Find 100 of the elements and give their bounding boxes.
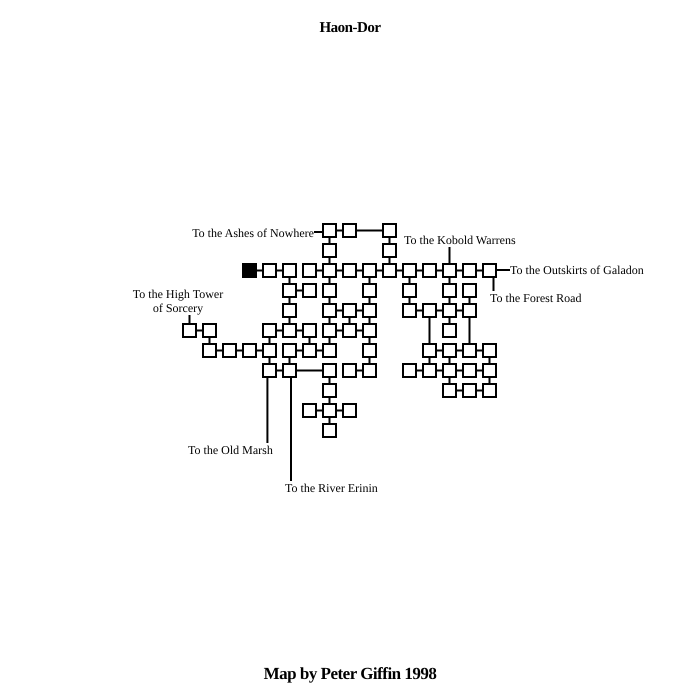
passage-line — [457, 270, 462, 272]
passage-line — [388, 238, 390, 243]
passage-line — [237, 350, 242, 352]
passage-line — [208, 338, 210, 343]
room-box — [442, 283, 457, 298]
passage-line — [437, 310, 442, 312]
room-box — [382, 243, 397, 258]
exit-label: To the Outskirts of Galadon — [510, 263, 644, 277]
passage-line — [357, 330, 362, 332]
passage-line — [328, 398, 330, 403]
exit-line — [492, 278, 494, 291]
exit-label: To the High Tower of Sorcery — [128, 287, 228, 315]
passage-line — [477, 370, 482, 372]
room-box — [282, 323, 297, 338]
passage-line — [377, 270, 382, 272]
passage-line — [368, 318, 370, 323]
room-box — [302, 263, 317, 278]
passage-line — [297, 330, 302, 332]
passage-line — [468, 298, 470, 303]
room-box — [482, 343, 497, 358]
passage-line — [328, 278, 330, 283]
room-box — [322, 223, 337, 238]
passage-line — [457, 370, 462, 372]
passage-line — [417, 370, 422, 372]
passage-line — [477, 390, 482, 392]
passage-line — [448, 378, 450, 383]
passage-line — [357, 230, 382, 232]
room-box — [222, 343, 237, 358]
passage-line — [288, 358, 290, 363]
passage-line — [328, 318, 330, 323]
passage-line — [328, 238, 330, 243]
room-box — [322, 363, 337, 378]
passage-line — [428, 358, 430, 363]
passage-line — [457, 390, 462, 392]
passage-line — [448, 358, 450, 363]
exit-line — [266, 378, 268, 443]
room-box — [482, 263, 497, 278]
room-box — [282, 263, 297, 278]
room-box — [442, 263, 457, 278]
passage-line — [488, 358, 490, 363]
room-box — [342, 223, 357, 238]
room-box — [302, 403, 317, 418]
passage-line — [197, 330, 202, 332]
room-box — [442, 343, 457, 358]
room-box — [482, 363, 497, 378]
room-box — [362, 303, 377, 318]
room-box — [202, 343, 217, 358]
map-title: Haon-Dor — [318, 20, 382, 37]
passage-line — [368, 298, 370, 303]
room-box — [322, 383, 337, 398]
room-box — [302, 343, 317, 358]
passage-line — [297, 350, 302, 352]
room-box — [342, 263, 357, 278]
room-box — [262, 323, 277, 338]
passage-line — [317, 270, 322, 272]
passage-line — [477, 270, 482, 272]
passage-line — [337, 310, 342, 312]
room-box — [362, 323, 377, 338]
room-box — [422, 303, 437, 318]
passage-line — [388, 258, 390, 263]
room-box — [322, 303, 337, 318]
room-box — [282, 363, 297, 378]
passage-line — [468, 318, 470, 343]
passage-line — [277, 270, 282, 272]
room-box — [182, 323, 197, 338]
room-box — [382, 223, 397, 238]
passage-line — [408, 278, 410, 283]
passage-line — [297, 290, 302, 292]
room-box — [322, 343, 337, 358]
passage-line — [297, 370, 322, 372]
exit-line — [448, 247, 450, 263]
passage-line — [277, 370, 282, 372]
room-box — [382, 263, 397, 278]
passage-line — [457, 310, 462, 312]
room-box — [202, 323, 217, 338]
room-box — [462, 283, 477, 298]
room-box — [302, 323, 317, 338]
room-box — [482, 383, 497, 398]
passage-line — [417, 270, 422, 272]
map-caption: Map by Peter Giffin 1998 — [262, 664, 438, 684]
room-box — [422, 343, 437, 358]
passage-line — [417, 310, 422, 312]
room-box — [322, 403, 337, 418]
exit-line — [188, 315, 190, 323]
passage-line — [317, 410, 322, 412]
room-box — [422, 263, 437, 278]
passage-line — [448, 278, 450, 283]
room-box — [462, 383, 477, 398]
passage-line — [357, 270, 362, 272]
exit-label: To the Ashes of Nowhere — [192, 226, 314, 240]
passage-line — [288, 298, 290, 303]
room-box — [462, 263, 477, 278]
room-box — [302, 283, 317, 298]
room-box — [402, 263, 417, 278]
room-box — [342, 323, 357, 338]
room-box — [442, 323, 457, 338]
passage-line — [328, 418, 330, 423]
room-box — [322, 423, 337, 438]
passage-line — [428, 318, 430, 343]
passage-line — [477, 350, 482, 352]
